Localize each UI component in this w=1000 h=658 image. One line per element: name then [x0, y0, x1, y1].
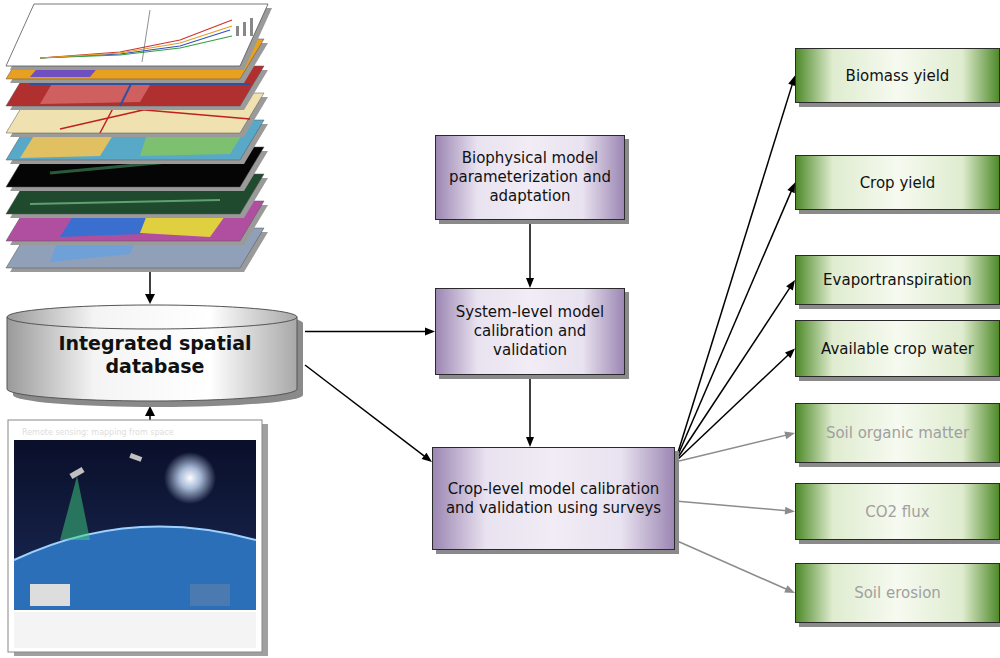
node-text: CO2 flux [865, 503, 929, 521]
connector-arrow [305, 328, 435, 336]
node-text: Available crop water [821, 340, 974, 358]
connector-arrow [675, 280, 795, 462]
output-box: Crop yield [795, 155, 1000, 210]
remote-sensing-poster [8, 420, 268, 656]
node-text: Soil erosion [854, 584, 941, 602]
connector-arrow [675, 76, 796, 463]
node-text: Biomass yield [846, 67, 950, 85]
connector-arrow [526, 375, 534, 447]
process-box: System-level model calibration and valid… [435, 288, 625, 375]
database-cylinder: Integrated spatial database [5, 305, 305, 405]
connector-arrow [675, 540, 795, 593]
output-box: Available crop water [795, 320, 1000, 377]
node-text: Crop-level model calibration and validat… [443, 480, 664, 518]
connector-arrow [675, 349, 795, 463]
map-layer-stack [6, 4, 272, 272]
connector-arrow [526, 220, 534, 288]
connector-arrow [675, 501, 795, 515]
node-text: Integrated spatial database [45, 332, 265, 378]
connector-arrow [675, 431, 795, 462]
output-box: Biomass yield [795, 48, 1000, 103]
node-text: Evaportranspiration [823, 271, 972, 289]
output-box: CO2 flux [795, 483, 1000, 540]
poster-caption: Remote sensing: mapping from space [22, 428, 174, 437]
node-text: Crop yield [860, 174, 936, 192]
output-box: Soil erosion [795, 563, 1000, 623]
connector-arrow [675, 183, 795, 463]
node-text: Biophysical model parameterization and a… [446, 149, 614, 205]
process-box: Crop-level model calibration and validat… [432, 447, 675, 550]
process-box: Biophysical model parameterization and a… [435, 135, 625, 220]
connector-arrow [305, 365, 432, 462]
output-box: Soil organic matter [795, 403, 1000, 463]
output-box: Evaportranspiration [795, 255, 1000, 305]
node-text: System-level model calibration and valid… [446, 303, 614, 359]
node-text: Soil organic matter [826, 424, 969, 442]
